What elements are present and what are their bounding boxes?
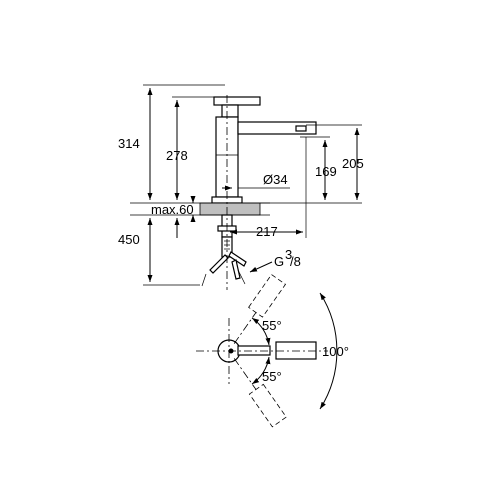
- lever-handle: [213, 96, 261, 106]
- dim-314: 314: [118, 136, 140, 151]
- faucet-top-view: [196, 274, 338, 428]
- countertop: [199, 202, 261, 216]
- right-dimensions: 205 169 217: [230, 124, 364, 239]
- thread-label: G: [274, 254, 284, 269]
- lever-cap: [221, 104, 239, 118]
- dim-450: 450: [118, 232, 140, 247]
- dim-205: 205: [342, 156, 364, 171]
- spout-outlet: [295, 125, 307, 132]
- max-thickness-callout: max.60: [151, 196, 196, 222]
- dim-278: 278: [166, 148, 188, 163]
- thread-sub: /8: [290, 254, 301, 269]
- dim-217: 217: [256, 224, 278, 239]
- dim-diameter: Ø34: [263, 172, 288, 187]
- angle-100: 100°: [322, 344, 349, 359]
- right-hose-connector: [228, 251, 247, 267]
- angle-55-bottom: 55°: [262, 369, 282, 384]
- thread-sup: 3: [285, 247, 292, 262]
- dim-max60: max.60: [151, 202, 194, 217]
- dim-169: 169: [315, 164, 337, 179]
- diameter-callout: Ø34: [222, 172, 290, 191]
- thread-callout: G 3 /8: [249, 247, 301, 273]
- faucet-front-view: [130, 95, 317, 290]
- angle-55-top: 55°: [262, 318, 282, 333]
- top-view-spout-inner: [237, 345, 271, 356]
- left-hose-connector: [209, 254, 229, 274]
- top-view-spout: [275, 341, 317, 360]
- vertical-dimensions: 314 278 450: [118, 84, 225, 286]
